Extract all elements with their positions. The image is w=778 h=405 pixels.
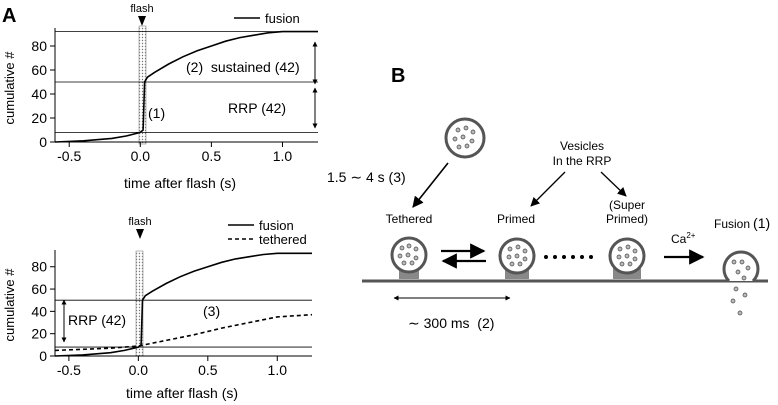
arrow-rrp-to-super-primed bbox=[600, 171, 627, 197]
primed-vesicle bbox=[498, 237, 536, 279]
panel-b-label: B bbox=[391, 65, 405, 87]
y-tick-label: 0 bbox=[39, 348, 47, 364]
chart-top: flash fusion cumulative # time after fla… bbox=[2, 3, 318, 191]
vesicles-rrp-label-1: Vesicles bbox=[560, 139, 604, 153]
annotation-one: (1) bbox=[148, 105, 165, 121]
legend-fusion-label-top: fusion bbox=[265, 11, 300, 26]
y-tick-label: 0 bbox=[39, 134, 47, 150]
y-tick-label: 20 bbox=[31, 326, 47, 342]
y-tick-label: 40 bbox=[31, 303, 47, 319]
panel-b: B 1.5 ∼ 4 s (3) Vesicles In the RRP Teth… bbox=[327, 65, 770, 331]
vesicles-rrp-label-2: In the RRP bbox=[553, 154, 612, 168]
y-tick-label: 80 bbox=[31, 259, 47, 275]
x-tick-label: 0.0 bbox=[131, 148, 151, 164]
y-tick-label: 40 bbox=[31, 86, 47, 102]
super-primed-label-1: (Super bbox=[609, 198, 645, 212]
x-tick-label: 1.0 bbox=[268, 362, 288, 378]
panel-a-label: A bbox=[2, 5, 16, 27]
arrow-rrp-to-primed bbox=[530, 171, 566, 207]
y-tick-label: 60 bbox=[31, 62, 47, 78]
x-tick-label: 0.0 bbox=[129, 362, 149, 378]
tethered-label: Tethered bbox=[386, 212, 433, 226]
x-axis-label-top: time after flash (s) bbox=[124, 175, 236, 191]
y-axis-label-top: cumulative # bbox=[2, 51, 17, 125]
y-tick-label: 60 bbox=[31, 281, 47, 297]
series-fusion-line bbox=[54, 30, 318, 143]
fused-vesicle bbox=[722, 250, 760, 316]
duration-label: ∼ 300 ms (2) bbox=[408, 315, 494, 331]
y-axis-label-bottom: cumulative # bbox=[2, 268, 17, 342]
annotation-three: (3) bbox=[203, 303, 220, 319]
tethered-vesicle bbox=[390, 236, 428, 279]
flash-label-bottom: flash bbox=[128, 216, 151, 228]
y-tick-label: 80 bbox=[31, 38, 47, 54]
time-range-label: 1.5 ∼ 4 s (3) bbox=[327, 169, 406, 185]
super-primed-vesicle bbox=[608, 237, 646, 279]
flash-marker-bottom bbox=[136, 229, 144, 239]
annotation-rrp-top: RRP (42) bbox=[228, 100, 286, 116]
series-fusion-line bbox=[54, 252, 312, 357]
arrow-to-tethered bbox=[412, 162, 449, 208]
super-primed-label-2: Primed) bbox=[606, 212, 648, 226]
legend-fusion-label-bottom: fusion bbox=[259, 218, 294, 233]
x-axis-label-bottom: time after flash (s) bbox=[126, 385, 238, 401]
flash-marker-top bbox=[138, 16, 146, 26]
dotted-transition bbox=[544, 255, 593, 259]
chart-bottom: flash fusion tethered cumulative # time … bbox=[2, 216, 313, 401]
annotation-sustained: (2) sustained (42) bbox=[186, 59, 300, 75]
primed-label: Primed bbox=[497, 212, 535, 226]
y-tick-label: 20 bbox=[31, 110, 47, 126]
flash-stripe-top bbox=[138, 25, 147, 145]
x-tick-label: -0.5 bbox=[57, 148, 81, 164]
legend-tethered-label: tethered bbox=[259, 232, 307, 247]
fusion-label: Fusion(1) bbox=[714, 215, 770, 231]
x-tick-label: -0.5 bbox=[57, 362, 81, 378]
x-tick-label: 0.5 bbox=[198, 362, 218, 378]
annotation-rrp-bottom: RRP (42) bbox=[68, 312, 126, 328]
x-tick-label: 0.5 bbox=[202, 148, 222, 164]
free-vesicle bbox=[444, 117, 486, 159]
flash-label-top: flash bbox=[130, 3, 153, 15]
series-tethered-line bbox=[54, 313, 313, 352]
calcium-label: Ca2+ bbox=[671, 231, 696, 246]
x-tick-label: 1.0 bbox=[273, 148, 293, 164]
